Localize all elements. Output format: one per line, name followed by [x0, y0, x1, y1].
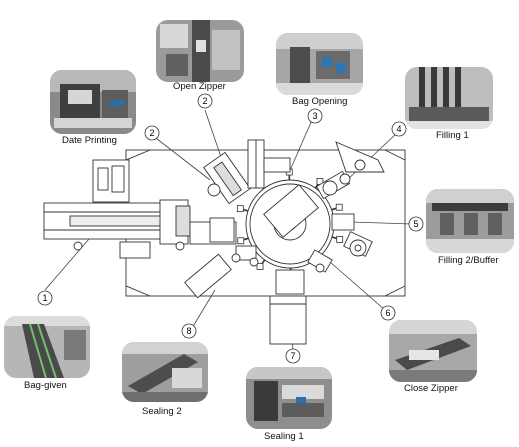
station-label-bag-opening: Bag Opening	[292, 96, 348, 107]
machine-frame	[92, 149, 406, 297]
open-zipper-photo	[156, 20, 244, 82]
filling-1-photo	[405, 67, 493, 129]
filling-1-unit	[315, 141, 385, 200]
date-printing-photo	[50, 70, 136, 134]
bag-opening-photo	[276, 33, 363, 95]
gripper-jaw	[336, 235, 344, 243]
close-zipper-unit	[307, 249, 333, 273]
station-label-filling-2: Filling 2/Buffer	[438, 255, 499, 266]
close-zipper-photo	[389, 320, 477, 382]
station-label-filling-1: Filling 1	[436, 130, 469, 141]
sealing-1-photo	[246, 367, 332, 429]
gripper-jaw	[256, 263, 264, 270]
station-label-close-zipper: Close Zipper	[404, 383, 458, 394]
filling-2-photo	[426, 189, 514, 253]
sealing-2-unit	[184, 217, 259, 299]
gripper-jaw	[236, 205, 244, 213]
station-label-date-printing: Date Printing	[62, 135, 117, 146]
station-label-sealing-2: Sealing 2	[142, 406, 182, 417]
bag-opening-unit	[263, 157, 319, 238]
filling-2-unit	[331, 213, 373, 257]
station-label-open-zipper: Open Zipper	[173, 81, 226, 92]
bag-given-photo	[4, 316, 90, 378]
sealing-1-unit	[269, 269, 307, 345]
open-zipper-unit	[203, 139, 265, 205]
gripper-jaw	[335, 203, 343, 211]
gripper-jaw	[237, 237, 245, 245]
sealing-2-photo	[122, 342, 208, 402]
bag-conveyor	[43, 199, 237, 259]
station-label-sealing-1: Sealing 1	[264, 431, 304, 442]
station-label-bag-given: Bag-given	[24, 380, 67, 391]
